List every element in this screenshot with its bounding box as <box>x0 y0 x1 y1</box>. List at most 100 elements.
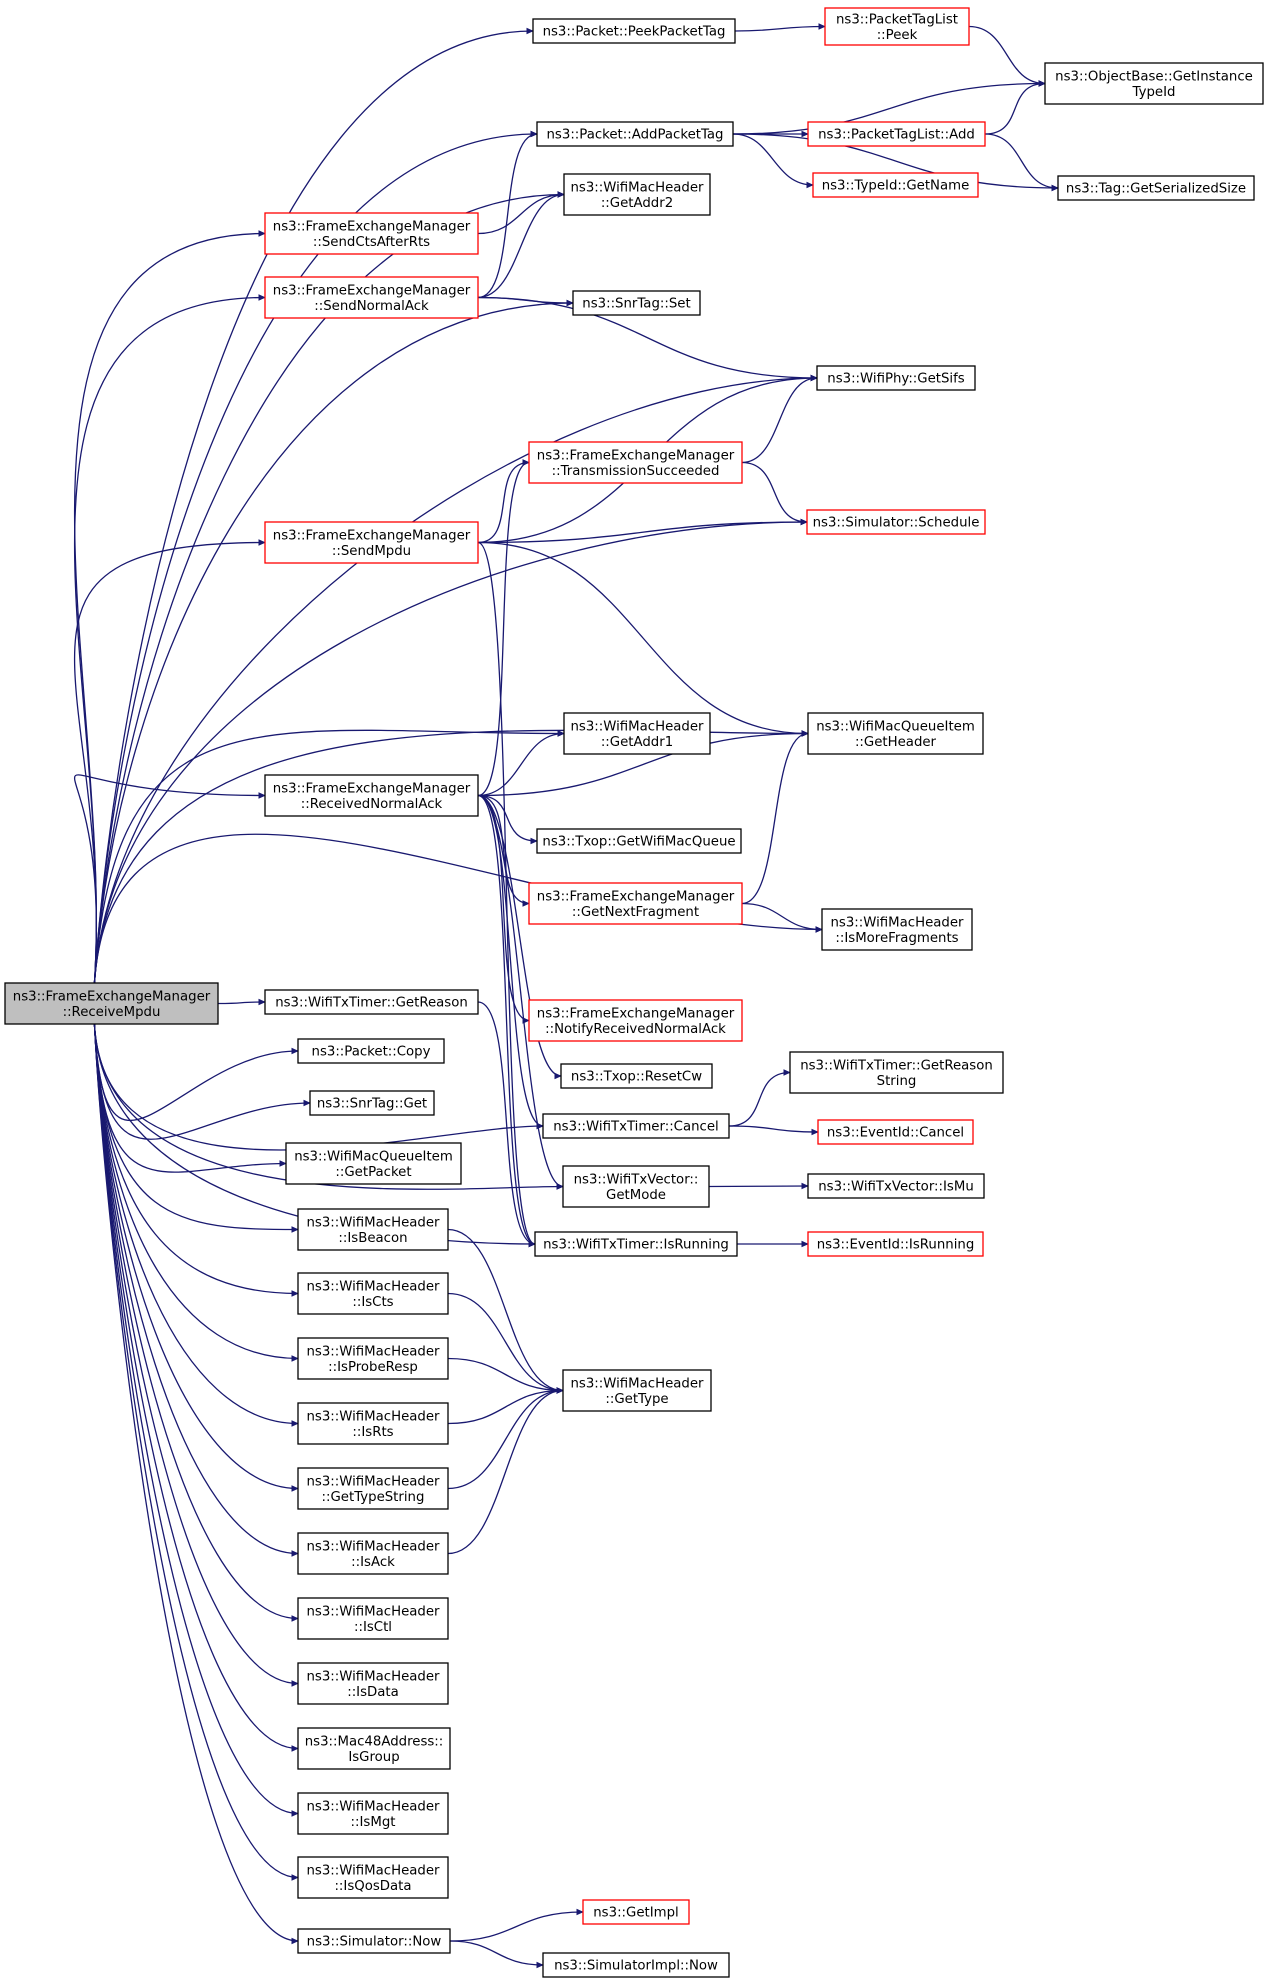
node-sendCts[interactable]: ns3::FrameExchangeManager::SendCtsAfterR… <box>264 212 479 255</box>
node-isRts[interactable]: ns3::WifiMacHeader::IsRts <box>297 1402 449 1445</box>
node-box <box>536 828 742 854</box>
node-label: ::GetAddr1 <box>601 735 673 750</box>
node-label: ns3::WifiMacHeader <box>570 180 704 195</box>
node-box <box>534 1231 738 1257</box>
node-isCts[interactable]: ns3::WifiMacHeader::IsCts <box>297 1272 449 1315</box>
edge-isAck-to-getType <box>447 1391 563 1555</box>
node-notifyRecvAck[interactable]: ns3::FrameExchangeManager::NotifyReceive… <box>528 999 743 1042</box>
node-isBeacon[interactable]: ns3::WifiMacHeader::IsBeacon <box>297 1208 449 1251</box>
edge-sendNormalAck-to-addPacketTag <box>477 134 537 299</box>
node-box <box>821 908 973 951</box>
node-typeIdGetName[interactable]: ns3::TypeId::GetName <box>812 172 979 198</box>
node-timerGetReason[interactable]: ns3::WifiTxTimer::GetReason <box>264 989 479 1015</box>
node-getAddr1[interactable]: ns3::WifiMacHeader::GetAddr1 <box>563 712 711 755</box>
node-resetCw[interactable]: ns3::Txop::ResetCw <box>560 1063 713 1089</box>
edge-recvNormalAck-to-getAddr1 <box>477 734 564 797</box>
node-box <box>812 172 979 198</box>
edge-root-to-getSifs <box>93 378 817 984</box>
node-box <box>806 509 986 535</box>
node-snrTagSet[interactable]: ns3::SnrTag::Set <box>572 290 701 316</box>
node-eventCancel[interactable]: ns3::EventId::Cancel <box>817 1119 974 1145</box>
node-timerIsRunning[interactable]: ns3::WifiTxTimer::IsRunning <box>534 1231 738 1257</box>
node-isMoreFragments[interactable]: ns3::WifiMacHeader::IsMoreFragments <box>821 908 973 951</box>
node-label: ns3::WifiTxTimer::GetReason <box>275 996 468 1011</box>
node-sendNormalAck[interactable]: ns3::FrameExchangeManager::SendNormalAck <box>264 276 479 319</box>
node-timerCancel[interactable]: ns3::WifiTxTimer::Cancel <box>542 1113 730 1139</box>
node-label: ns3::PacketTagList::Add <box>818 128 975 143</box>
node-isCtl[interactable]: ns3::WifiMacHeader::IsCtl <box>297 1597 449 1640</box>
node-label: ::GetAddr2 <box>601 196 673 211</box>
node-box <box>1057 175 1255 201</box>
node-label: ns3::GetImpl <box>593 1906 678 1921</box>
node-qiGetHeader[interactable]: ns3::WifiMacQueueItem::GetHeader <box>807 712 984 755</box>
node-getSifs[interactable]: ns3::WifiPhy::GetSifs <box>816 365 976 391</box>
node-label: ns3::WifiMacHeader <box>306 1279 440 1294</box>
node-ptlPeek[interactable]: ns3::PacketTagList::Peek <box>824 7 970 46</box>
node-txSucceeded[interactable]: ns3::FrameExchangeManager::TransmissionS… <box>528 441 743 484</box>
node-label: ::SendNormalAck <box>314 299 429 314</box>
node-implNow[interactable]: ns3::SimulatorImpl::Now <box>542 1952 730 1978</box>
node-box <box>297 1402 449 1445</box>
node-isAck[interactable]: ns3::WifiMacHeader::IsAck <box>297 1532 449 1575</box>
node-isData[interactable]: ns3::WifiMacHeader::IsData <box>297 1662 449 1705</box>
node-schedule[interactable]: ns3::Simulator::Schedule <box>806 509 986 535</box>
node-sendMpdu[interactable]: ns3::FrameExchangeManager::SendMpdu <box>264 521 479 564</box>
node-box <box>297 1727 451 1770</box>
node-addPacketTag[interactable]: ns3::Packet::AddPacketTag <box>536 121 734 147</box>
edge-root-to-sendMpdu <box>73 543 265 984</box>
edge-root-to-snrTagSet <box>93 303 573 984</box>
node-label: ns3::SimulatorImpl::Now <box>554 1959 718 1974</box>
edge-recvNormalAck-to-timerCancel <box>477 794 543 1127</box>
node-getAddr2[interactable]: ns3::WifiMacHeader::GetAddr2 <box>563 173 711 216</box>
edge-txSucceeded-to-getSifs <box>741 378 817 464</box>
node-label: ns3::Mac48Address:: <box>305 1734 444 1749</box>
node-getType[interactable]: ns3::WifiMacHeader::GetType <box>562 1369 712 1412</box>
node-box <box>297 1272 449 1315</box>
node-box <box>264 774 479 817</box>
node-recvNormalAck[interactable]: ns3::FrameExchangeManager::ReceivedNorma… <box>264 774 479 817</box>
node-label: GetMode <box>606 1188 666 1203</box>
node-label: ns3::WifiMacHeader <box>570 719 704 734</box>
node-peekPacketTag[interactable]: ns3::Packet::PeekPacketTag <box>532 18 736 44</box>
node-label: ns3::FrameExchangeManager <box>273 781 471 796</box>
node-getImpl[interactable]: ns3::GetImpl <box>582 1899 690 1925</box>
node-qiGetPacket[interactable]: ns3::WifiMacQueueItem::GetPacket <box>285 1142 462 1185</box>
node-isProbeResp[interactable]: ns3::WifiMacHeader::IsProbeResp <box>297 1337 449 1380</box>
node-ptlAdd[interactable]: ns3::PacketTagList::Add <box>807 121 986 147</box>
node-box <box>528 999 743 1042</box>
edge-recvNormalAck-to-getNextFragment <box>477 794 529 904</box>
node-isGroup[interactable]: ns3::Mac48Address::IsGroup <box>297 1727 451 1770</box>
node-simNow[interactable]: ns3::Simulator::Now <box>297 1928 451 1954</box>
node-label: ::GetType <box>605 1392 668 1407</box>
node-label: ::TransmissionSucceeded <box>552 464 720 479</box>
node-label: ns3::Packet::Copy <box>312 1045 431 1060</box>
edge-sendNormalAck-to-getAddr2 <box>477 195 564 299</box>
edge-root-to-isRts <box>93 1023 298 1424</box>
node-isMgt[interactable]: ns3::WifiMacHeader::IsMgt <box>297 1792 449 1835</box>
edge-root-to-addPacketTag <box>93 134 537 984</box>
node-tagGetSerSize[interactable]: ns3::Tag::GetSerializedSize <box>1057 175 1255 201</box>
node-getTypeString[interactable]: ns3::WifiMacHeader::GetTypeString <box>297 1467 449 1510</box>
node-packetCopy[interactable]: ns3::Packet::Copy <box>297 1038 445 1064</box>
node-isQosData[interactable]: ns3::WifiMacHeader::IsQosData <box>297 1856 449 1899</box>
edge-timerCancel-to-eventCancel <box>728 1125 818 1132</box>
node-label: ::ReceivedNormalAck <box>301 797 443 812</box>
node-label: ::Peek <box>877 28 918 43</box>
node-box <box>264 212 479 255</box>
edge-timerGetReason-to-timerIsRunning <box>477 1001 535 1244</box>
node-snrTagGet[interactable]: ns3::SnrTag::Get <box>309 1090 435 1116</box>
edge-peekPacketTag-to-ptlPeek <box>734 27 825 32</box>
node-label: ns3::WifiMacHeader <box>306 1604 440 1619</box>
node-txvGetMode[interactable]: ns3::WifiTxVector::GetMode <box>562 1165 710 1208</box>
node-box <box>297 1038 445 1064</box>
node-getNextFragment[interactable]: ns3::FrameExchangeManager::GetNextFragme… <box>528 882 743 925</box>
node-label: ns3::PacketTagList <box>836 12 958 27</box>
node-getWifiMacQueue[interactable]: ns3::Txop::GetWifiMacQueue <box>536 828 742 854</box>
node-box <box>542 1952 730 1978</box>
node-txvIsMu[interactable]: ns3::WifiTxVector::IsMu <box>807 1173 985 1199</box>
node-label: ::GetNextFragment <box>572 905 699 920</box>
node-box <box>560 1063 713 1089</box>
node-eventIsRunning[interactable]: ns3::EventId::IsRunning <box>807 1231 984 1257</box>
